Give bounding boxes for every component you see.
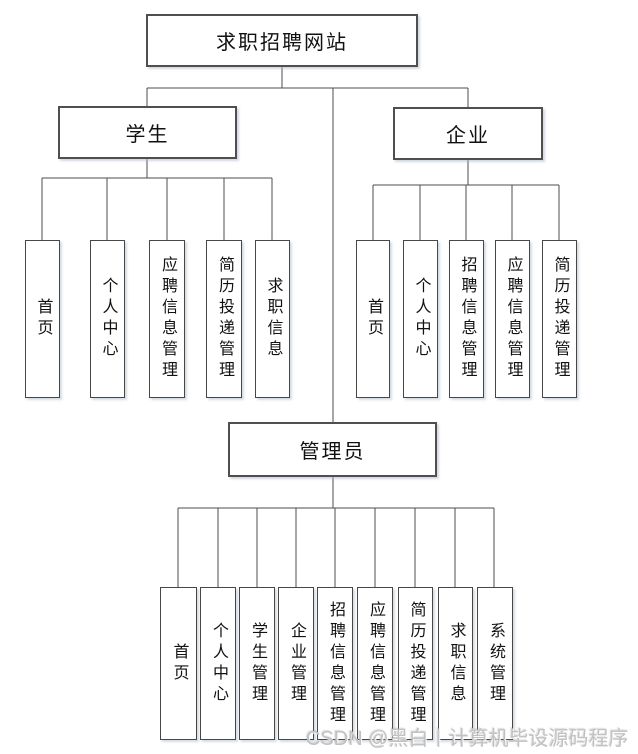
node-ent-apply-info-mgmt: 应聘信息管理 [495, 240, 530, 398]
node-root: 求职招聘网站 [146, 14, 418, 67]
node-label: 企业管理 [288, 621, 305, 706]
node-admin-personal-center: 个人中心 [200, 587, 236, 740]
node-label: 学生管理 [249, 621, 266, 706]
branch-enterprise-label: 企业 [446, 125, 490, 147]
node-admin-job-info: 求职信息 [438, 587, 473, 740]
node-label: 个人中心 [210, 621, 227, 706]
node-student-personal-center: 个人中心 [90, 240, 125, 398]
branch-student-label: 学生 [125, 124, 170, 146]
node-label: 个人中心 [412, 277, 430, 361]
node-ent-personal-center: 个人中心 [403, 240, 438, 398]
node-label: 应聘信息管理 [367, 600, 384, 727]
node-label: 简历投递管理 [216, 256, 233, 382]
node-student-apply-info-mgmt: 应聘信息管理 [149, 240, 185, 398]
node-branch-student: 学生 [58, 106, 237, 159]
node-branch-enterprise: 企业 [393, 107, 543, 160]
node-admin-recruit-info-mgmt: 招聘信息管理 [317, 587, 353, 740]
branch-admin-label: 管理员 [299, 441, 366, 463]
node-label: 应聘信息管理 [159, 256, 176, 382]
node-admin-apply-info-mgmt: 应聘信息管理 [357, 587, 393, 740]
node-branch-admin: 管理员 [228, 422, 437, 477]
node-root-label: 求职招聘网站 [216, 32, 348, 54]
node-label: 招聘信息管理 [327, 600, 344, 727]
node-label: 招聘信息管理 [458, 256, 476, 382]
node-ent-recruit-info-mgmt: 招聘信息管理 [449, 240, 484, 398]
node-label: 简历投递管理 [551, 256, 569, 382]
node-label: 首页 [34, 298, 52, 340]
node-label: 求职信息 [447, 621, 465, 706]
node-label: 应聘信息管理 [504, 256, 522, 382]
node-student-resume-delivery-mgmt: 简历投递管理 [206, 240, 242, 398]
node-label: 系统管理 [487, 621, 504, 706]
node-ent-resume-delivery-mgmt: 简历投递管理 [542, 240, 577, 398]
node-ent-home: 首页 [356, 240, 390, 398]
node-label: 求职信息 [264, 277, 282, 361]
node-label: 个人中心 [99, 277, 117, 361]
node-admin-student-mgmt: 学生管理 [239, 587, 275, 740]
node-admin-home: 首页 [160, 587, 197, 740]
node-admin-system-mgmt: 系统管理 [477, 587, 513, 740]
node-student-home: 首页 [25, 240, 60, 398]
node-student-job-info: 求职信息 [255, 240, 290, 398]
node-label: 首页 [170, 642, 188, 685]
node-admin-resume-delivery-mgmt: 简历投递管理 [398, 587, 433, 740]
node-admin-enterprise-mgmt: 企业管理 [278, 587, 314, 740]
node-label: 首页 [365, 298, 382, 340]
node-label: 简历投递管理 [407, 600, 425, 727]
